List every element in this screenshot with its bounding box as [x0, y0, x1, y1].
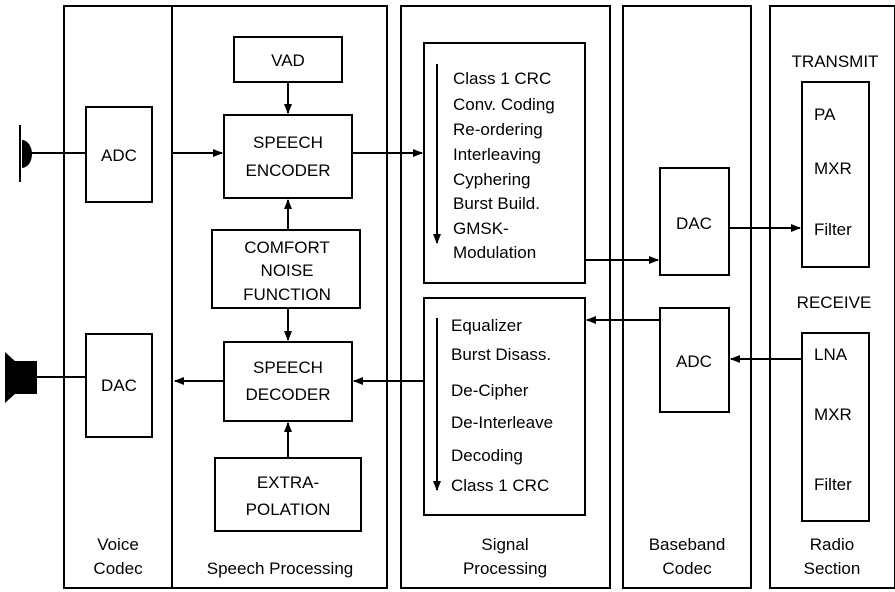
tx-step-3: Re-ordering	[453, 120, 543, 139]
baseband-dac-label: DAC	[676, 214, 712, 233]
baseband-adc-block	[659, 307, 730, 413]
baseband-dac-block	[659, 167, 730, 276]
comfort-noise-label-3: FUNCTION	[243, 285, 331, 304]
signal-processing-label-1: Signal	[481, 535, 528, 554]
baseband-codec-label-2: Codec	[662, 559, 712, 578]
tx-step-5: Cyphering	[453, 170, 531, 189]
tx-step-7: GMSK-	[453, 219, 509, 238]
extrapolation-block	[214, 457, 362, 532]
signal-processing-label-2: Processing	[463, 559, 547, 578]
tx-step-2: Conv. Coding	[453, 95, 555, 114]
rx-step-3: De-Cipher	[451, 381, 529, 400]
vad-label: VAD	[271, 51, 305, 70]
voice-dac-block	[85, 333, 153, 438]
speech-encoder-label-2: ENCODER	[245, 161, 330, 180]
voice-adc-block	[85, 106, 153, 203]
comfort-noise-label-2: NOISE	[261, 261, 314, 280]
rx-step-5: Decoding	[451, 446, 523, 465]
extrapolation-label-1: EXTRA-	[257, 473, 319, 492]
speech-processing-section	[171, 5, 388, 589]
speech-processing-label: Speech Processing	[207, 559, 353, 578]
speech-decoder-label-2: DECODER	[245, 385, 330, 404]
receive-filter: Filter	[814, 475, 852, 494]
signal-processing-section	[400, 5, 611, 589]
rx-step-2: Burst Disass.	[451, 345, 551, 364]
radio-section-label-2: Section	[804, 559, 861, 578]
speaker-icon	[5, 352, 37, 403]
tx-processing-block	[423, 42, 586, 284]
comfort-noise-label-1: COMFORT	[244, 238, 330, 257]
speech-decoder-block	[223, 341, 353, 422]
tx-step-4: Interleaving	[453, 145, 541, 164]
transmit-pa: PA	[814, 105, 836, 124]
microphone-icon	[19, 125, 32, 182]
voice-codec-label-2: Codec	[93, 559, 143, 578]
speech-decoder-label-1: SPEECH	[253, 358, 323, 377]
baseband-adc-label: ADC	[676, 352, 712, 371]
transmit-chain-block	[801, 81, 870, 268]
radio-section-label-1: Radio	[810, 535, 854, 554]
voice-dac-label: DAC	[101, 376, 137, 395]
speech-encoder-block	[223, 114, 353, 199]
rx-step-4: De-Interleave	[451, 413, 553, 432]
receive-mxr: MXR	[814, 405, 852, 424]
voice-codec-label-1: Voice	[97, 535, 139, 554]
rx-processing-block	[423, 297, 586, 516]
tx-step-6: Burst Build.	[453, 194, 540, 213]
transmit-filter: Filter	[814, 220, 852, 239]
voice-codec-section	[63, 5, 173, 589]
baseband-codec-label-1: Baseband	[649, 535, 726, 554]
extrapolation-label-2: POLATION	[246, 500, 331, 519]
rx-step-1: Equalizer	[451, 316, 522, 335]
receive-chain-block	[801, 332, 870, 522]
tx-step-8: Modulation	[453, 243, 536, 262]
receive-lna: LNA	[814, 345, 848, 364]
tx-step-1: Class 1 CRC	[453, 69, 551, 88]
baseband-codec-section	[622, 5, 752, 589]
transmit-mxr: MXR	[814, 159, 852, 178]
speech-encoder-label-1: SPEECH	[253, 133, 323, 152]
radio-section	[769, 5, 895, 589]
comfort-noise-block	[211, 229, 361, 309]
voice-adc-label: ADC	[101, 146, 137, 165]
receive-title: RECEIVE	[797, 293, 872, 312]
rx-step-6: Class 1 CRC	[451, 476, 549, 495]
transmit-title: TRANSMIT	[792, 52, 879, 71]
